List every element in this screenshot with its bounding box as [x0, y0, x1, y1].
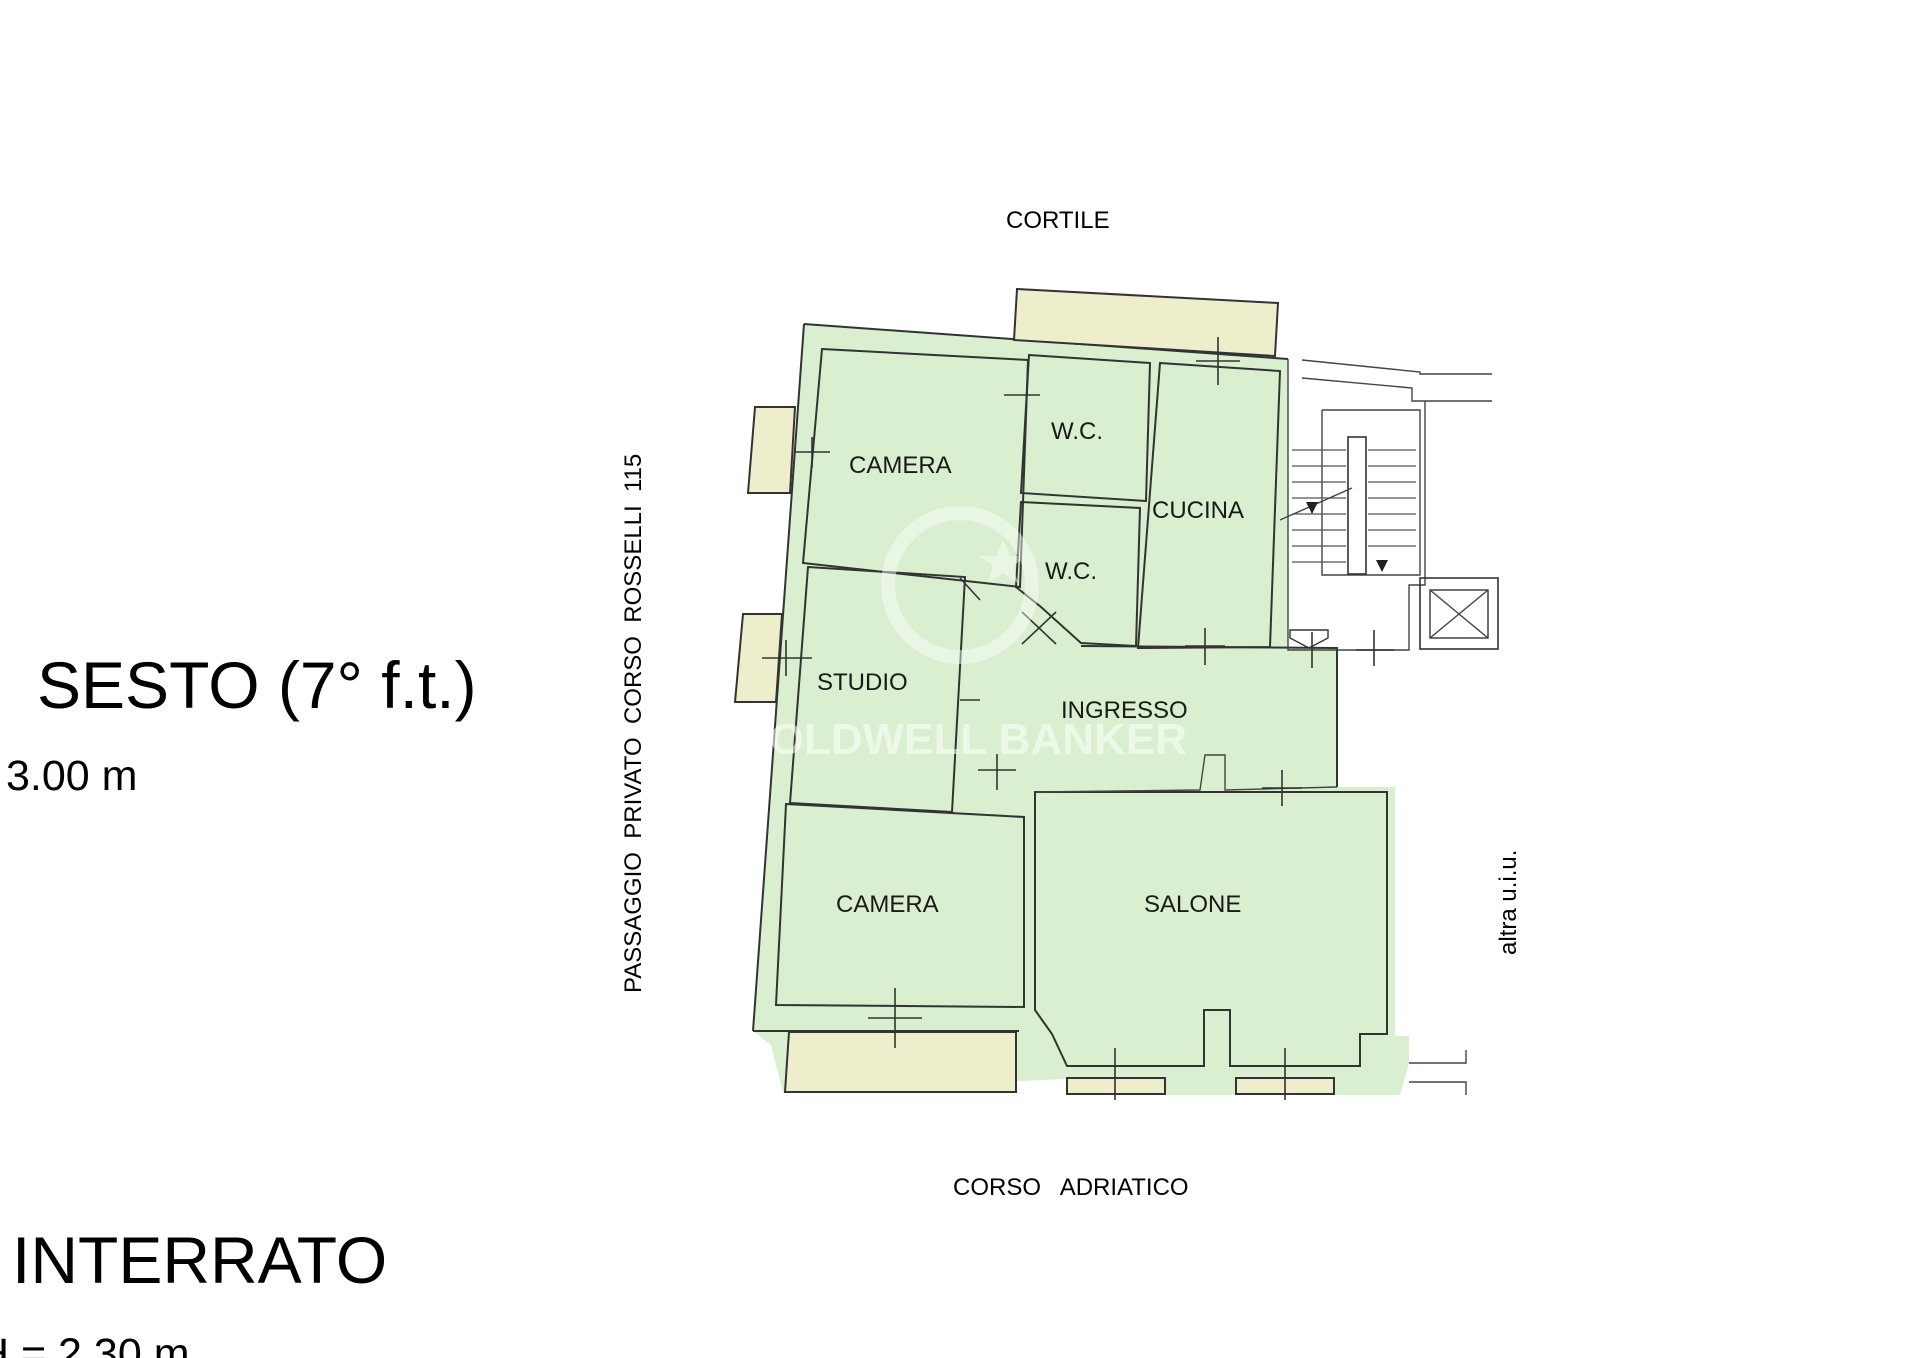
- street-label-right: altra u.i.u.: [1495, 850, 1522, 955]
- lift-shaft: [1419, 577, 1499, 650]
- room-ingresso-walls: [1080, 645, 1338, 787]
- street-label-bottom: CORSO ADRIATICO: [953, 1174, 1189, 1201]
- balcony-left-lower: [733, 613, 784, 703]
- room-studio-walls: [788, 565, 967, 814]
- room-label-camera-top: CAMERA: [849, 452, 952, 479]
- watermark-text: COLDWELL BANKER: [738, 715, 1187, 764]
- level-title-sesto: SESTO (7° f.t.): [37, 648, 477, 722]
- balcony-left-upper: [746, 406, 797, 494]
- room-label-cucina: CUCINA: [1152, 497, 1244, 524]
- stair-arrow-up-icon: [1306, 502, 1318, 514]
- level-height-interrato: H = 2.30 m.: [0, 1330, 201, 1358]
- room-label-wc-bottom: W.C.: [1045, 558, 1097, 585]
- door-marks: [762, 337, 1394, 1100]
- balcony-top: [1012, 287, 1280, 358]
- room-label-camera-bottom: CAMERA: [836, 891, 939, 918]
- balcony-bottom: [783, 1031, 1017, 1093]
- stair-arrow-down-icon: [1376, 560, 1388, 572]
- level-height-sesto: 3.00 m: [6, 752, 137, 800]
- level-title-interrato: INTERRATO: [12, 1223, 387, 1297]
- room-wc-bottom-walls: [1014, 500, 1142, 648]
- room-label-salone: SALONE: [1144, 891, 1241, 918]
- room-camera-bottom-walls: [774, 802, 1025, 1009]
- room-label-wc-top: W.C.: [1051, 418, 1103, 445]
- room-label-studio: STUDIO: [817, 669, 908, 696]
- room-camera-top-walls: [801, 347, 1030, 589]
- room-label-ingresso: INGRESSO: [1061, 697, 1188, 724]
- balcony-salone-left: [1066, 1077, 1166, 1095]
- street-label-left: PASSAGGIO PRIVATO CORSO ROSSELLI 115: [620, 454, 647, 993]
- room-salone-walls: [1034, 791, 1388, 1067]
- entrance-arrow-icon: [1289, 629, 1329, 649]
- street-label-top: CORTILE: [1006, 207, 1110, 234]
- room-wc-top-walls: [1019, 353, 1152, 503]
- stairwell-outline: [1301, 359, 1492, 375]
- watermark-logo-icon: [881, 506, 1039, 664]
- stair-core: [1347, 436, 1367, 575]
- stair-steps: [1292, 449, 1416, 563]
- apartment-footprint: [753, 324, 1409, 1095]
